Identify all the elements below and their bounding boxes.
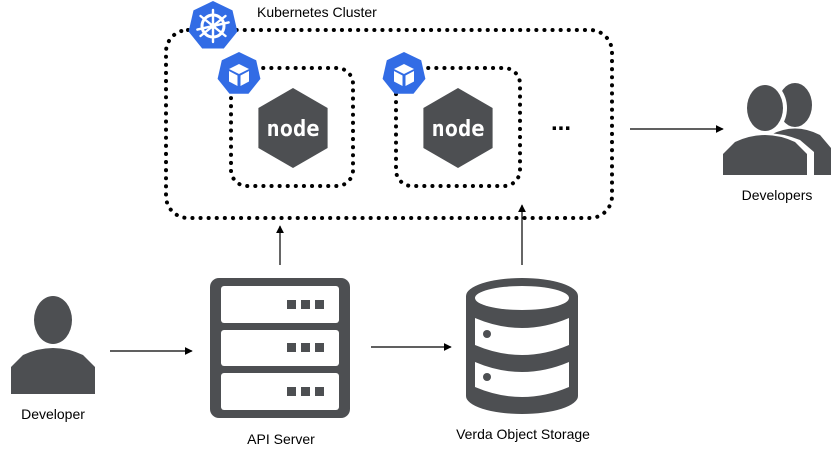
pod-cube-icon [382,52,426,94]
kubernetes-cluster-title: Kubernetes Cluster [257,4,377,20]
nodejs-hexagon-icon: node [423,88,493,168]
developers-label: Developers [741,187,813,203]
object-storage-label: Verda Object Storage [456,426,590,442]
api-server-label: API Server [247,431,315,447]
developers-group-icon [716,81,831,180]
developer-label: Developer [21,406,85,422]
api-server-icon [210,278,350,418]
developer-icon [11,296,95,394]
kubernetes-cluster-boundary [164,28,614,220]
kubernetes-helm-icon [188,1,238,49]
pod-cube-icon [217,52,261,94]
pod-boundary-2 [394,66,522,188]
node-text: node [267,117,320,142]
object-storage-database-icon [466,278,578,414]
node-text: node [432,117,485,142]
more-pods-ellipsis: ... [551,109,571,136]
nodejs-hexagon-icon: node [258,88,328,168]
